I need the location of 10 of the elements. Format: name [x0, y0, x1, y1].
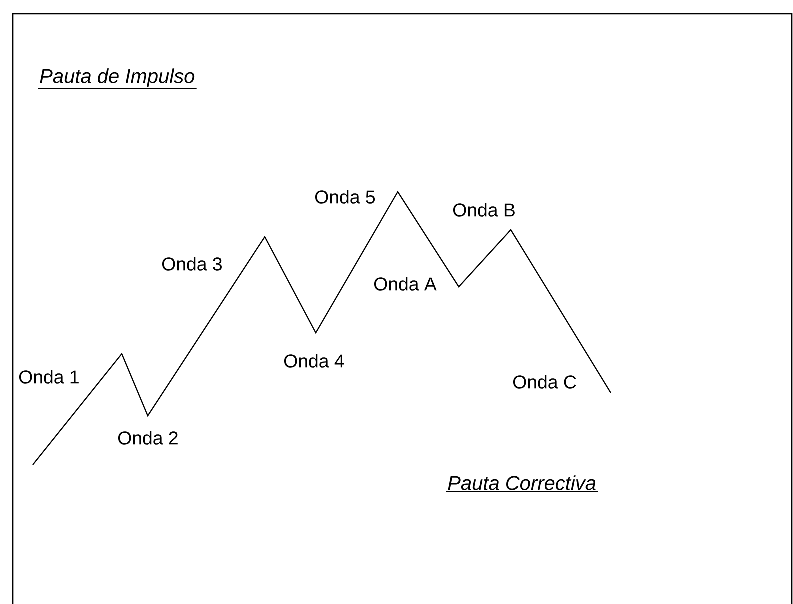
- wave-label: Onda 4: [284, 354, 344, 368]
- wave-label: Onda 3: [162, 257, 222, 271]
- wave-label: Onda B: [453, 203, 515, 217]
- wave-label: Onda C: [513, 375, 576, 389]
- heading: Pauta de Impulso: [38, 68, 197, 90]
- heading: Pauta Correctiva: [446, 476, 598, 492]
- wave-label: Onda 1: [19, 370, 79, 384]
- wave-label: Onda 5: [315, 190, 376, 204]
- wave-label: Onda A: [374, 277, 437, 291]
- wave-label: Onda 2: [118, 431, 178, 445]
